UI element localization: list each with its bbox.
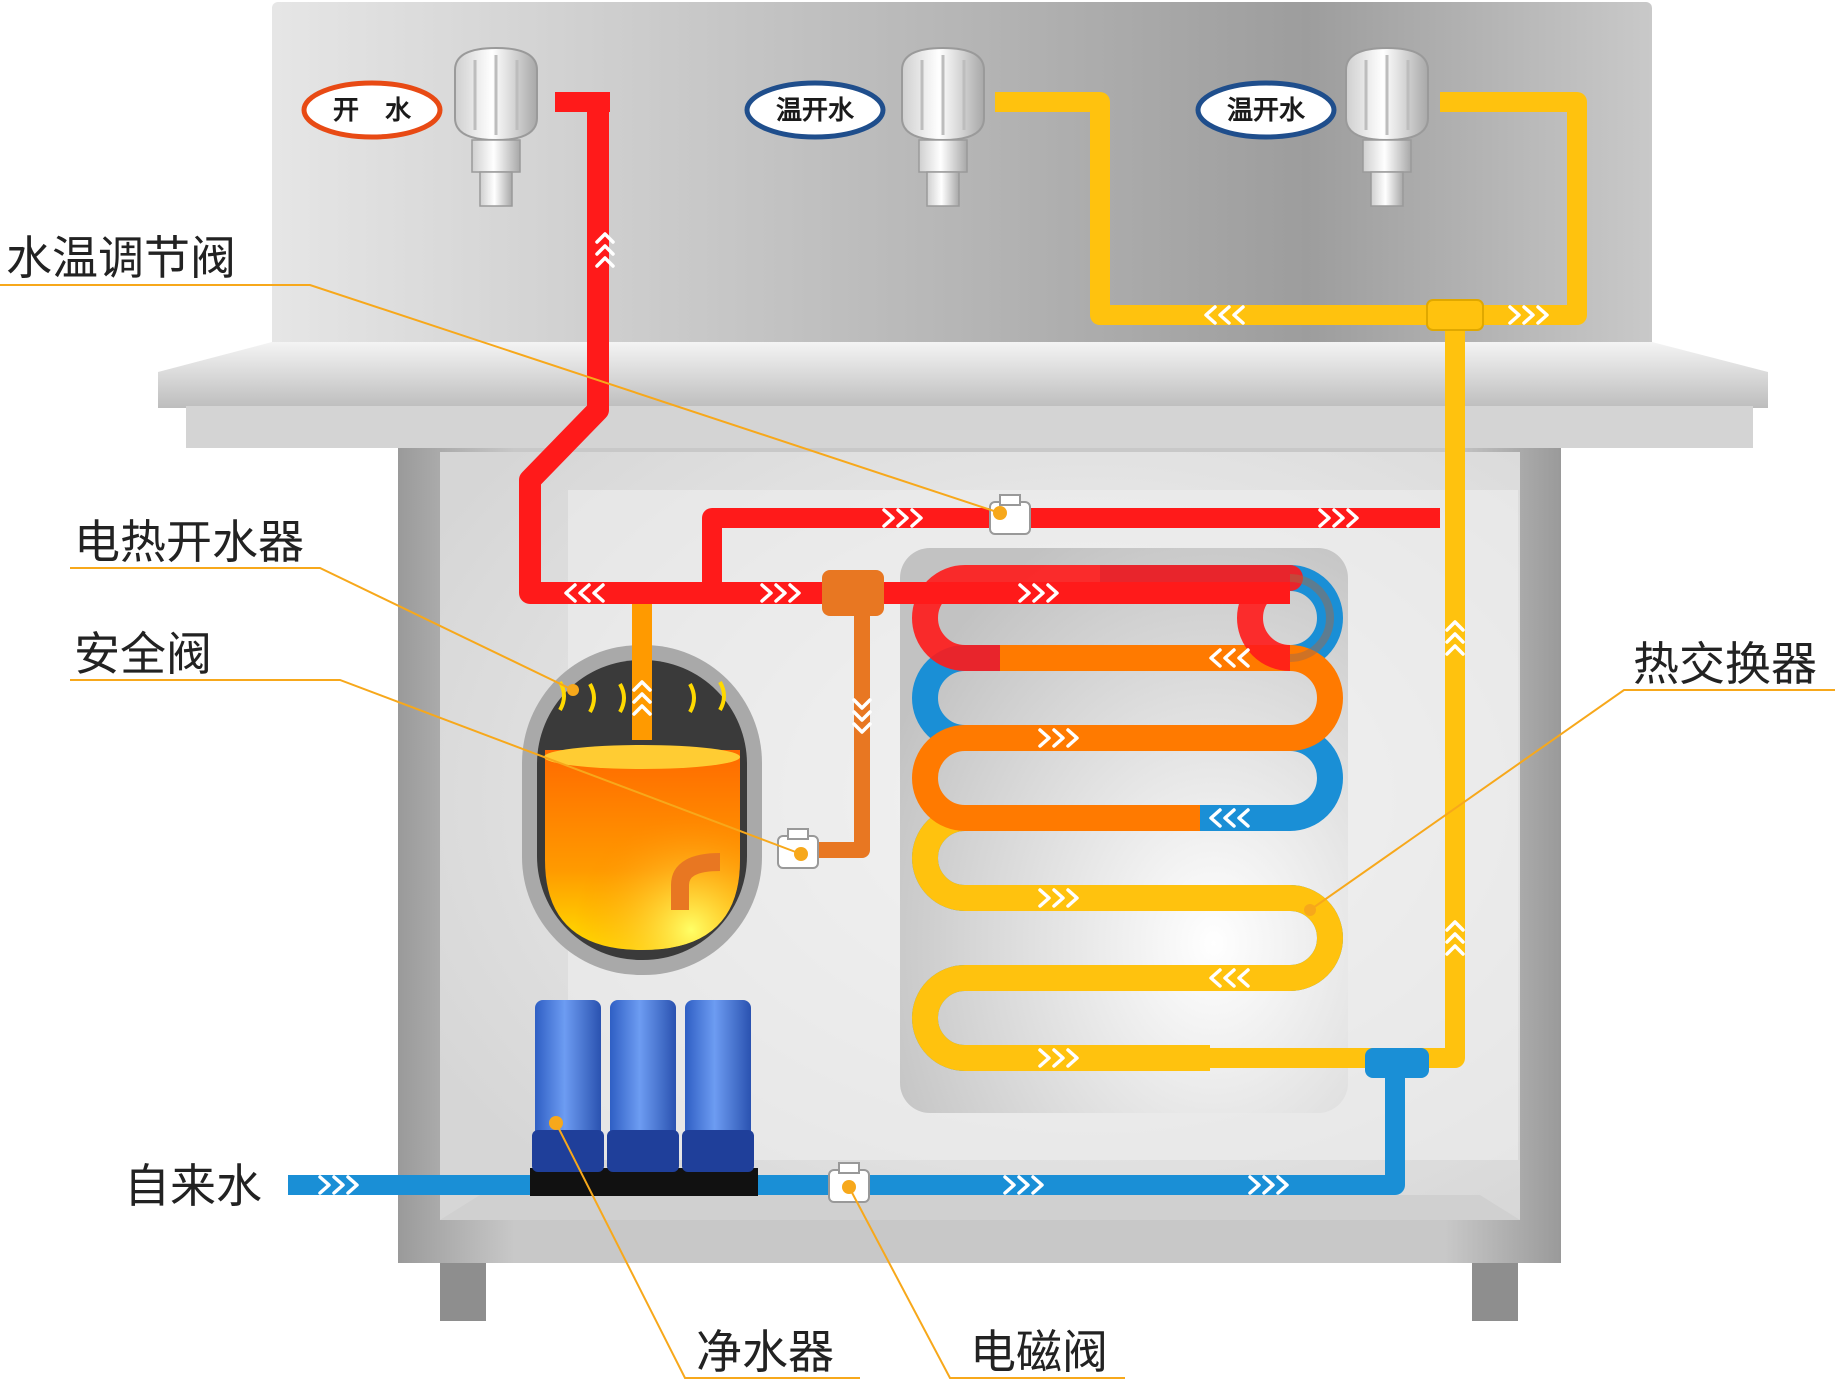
pipes bbox=[288, 92, 1587, 1195]
tap-warm-2[interactable]: 温开水 bbox=[1195, 46, 1429, 207]
coil-warm-band bbox=[912, 805, 1343, 1071]
solenoid-valve bbox=[828, 1162, 870, 1203]
leader-temp-valve bbox=[0, 284, 1001, 514]
leader-safety-valve bbox=[70, 679, 802, 855]
leader-dots bbox=[567, 684, 1316, 916]
pipe-warm-left bbox=[995, 92, 1587, 325]
faucet-icon bbox=[454, 46, 538, 207]
tap-warm-1[interactable]: 温开水 bbox=[744, 46, 985, 207]
pipe-hot-bypass bbox=[702, 508, 1440, 593]
faucet-icon bbox=[901, 46, 985, 207]
callout-heat-exchanger: 热交换器 bbox=[1633, 637, 1817, 691]
flow-arrows bbox=[318, 232, 1549, 1195]
callout-temp-valve: 水温调节阀 bbox=[6, 231, 236, 285]
heater-tank bbox=[522, 645, 762, 975]
cabinet-floor bbox=[440, 1195, 1520, 1220]
leader-purifier bbox=[555, 1122, 860, 1379]
callout-heater: 电热开水器 bbox=[74, 515, 304, 569]
foot-right bbox=[1472, 1263, 1518, 1321]
pipe-warm-riser bbox=[1210, 315, 1465, 1068]
pipe-hot-main bbox=[519, 100, 825, 604]
tee-warm bbox=[1426, 299, 1484, 331]
temp-regulating-valve bbox=[989, 494, 1031, 535]
filter-cartridge bbox=[685, 1000, 751, 1170]
tap-boiling[interactable]: 开 水 bbox=[301, 46, 538, 207]
callout-purifier: 净水器 bbox=[696, 1325, 834, 1379]
drip-shelf-front bbox=[186, 406, 1753, 448]
water-purifier bbox=[530, 1000, 758, 1196]
callout-tap-water: 自来水 bbox=[124, 1159, 262, 1213]
leader-heat-exchanger bbox=[1309, 689, 1835, 911]
tap-label: 温开水 bbox=[1227, 96, 1306, 126]
tap-label: 温开水 bbox=[776, 96, 855, 126]
leader-solenoid-valve bbox=[848, 1186, 1125, 1379]
tap-label: 开 水 bbox=[333, 96, 412, 126]
coil-orange-band bbox=[912, 645, 1343, 831]
drip-shelf bbox=[158, 342, 1768, 408]
leader-lines bbox=[0, 284, 1835, 1379]
coil-hot-top-shadow bbox=[1289, 574, 1334, 662]
tee-coil-inlet bbox=[822, 570, 884, 616]
filter-cartridge bbox=[610, 1000, 676, 1170]
faucet-icon bbox=[1345, 46, 1429, 207]
callout-safety-valve: 安全阀 bbox=[74, 627, 212, 681]
callout-solenoid-valve: 电磁阀 bbox=[970, 1325, 1108, 1379]
leader-heater bbox=[70, 567, 574, 691]
foot-left bbox=[440, 1263, 486, 1321]
tee-cold bbox=[1365, 1048, 1429, 1078]
coil-hot-band bbox=[912, 565, 1303, 671]
